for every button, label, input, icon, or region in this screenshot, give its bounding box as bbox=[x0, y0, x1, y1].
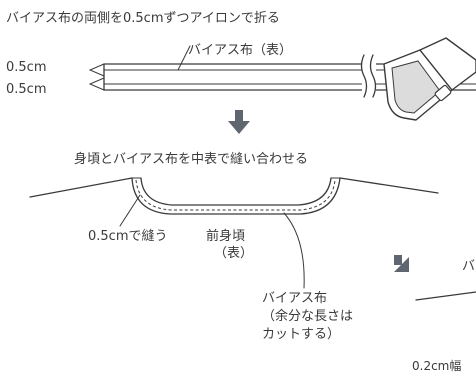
fabric-label-leader bbox=[177, 45, 191, 71]
break-mark-icon bbox=[360, 54, 377, 98]
fabric-label: バイアス布（表） bbox=[188, 43, 292, 58]
diagonal-arrow-icon bbox=[394, 255, 409, 272]
bias-label-line3: カットする） bbox=[262, 327, 340, 342]
fold-label-top: 0.5cm bbox=[6, 60, 47, 75]
step1-heading: バイアス布の両側を0.5cmずつアイロンで折る bbox=[6, 11, 280, 26]
step2-heading: 身頃とバイアス布を中表で縫い合わせる bbox=[74, 151, 308, 167]
bias-label-leader bbox=[283, 212, 305, 289]
bodice-label-line2: （表） bbox=[214, 246, 253, 261]
fold-indicator-bottom: 0.5cm bbox=[6, 77, 105, 97]
bodice-label-line1: 前身頃 bbox=[206, 228, 245, 244]
bias-label-line1: バイアス布 bbox=[262, 291, 327, 306]
step3-partial-label: バ bbox=[462, 259, 475, 274]
bodice-neckline bbox=[29, 177, 439, 215]
down-arrow-icon bbox=[228, 110, 250, 134]
step3-partial-width: 0.2cm幅 bbox=[412, 358, 461, 373]
seam-label: 0.5cmで縫う bbox=[88, 229, 168, 244]
iron-icon bbox=[383, 37, 476, 121]
fold-label-bottom: 0.5cm bbox=[6, 82, 47, 97]
bias-label-line2: （余分な長さは bbox=[262, 308, 353, 324]
fold-indicator-top: 0.5cm bbox=[6, 60, 105, 77]
step3-partial-line bbox=[415, 291, 476, 301]
seam-label-leader bbox=[119, 194, 141, 227]
